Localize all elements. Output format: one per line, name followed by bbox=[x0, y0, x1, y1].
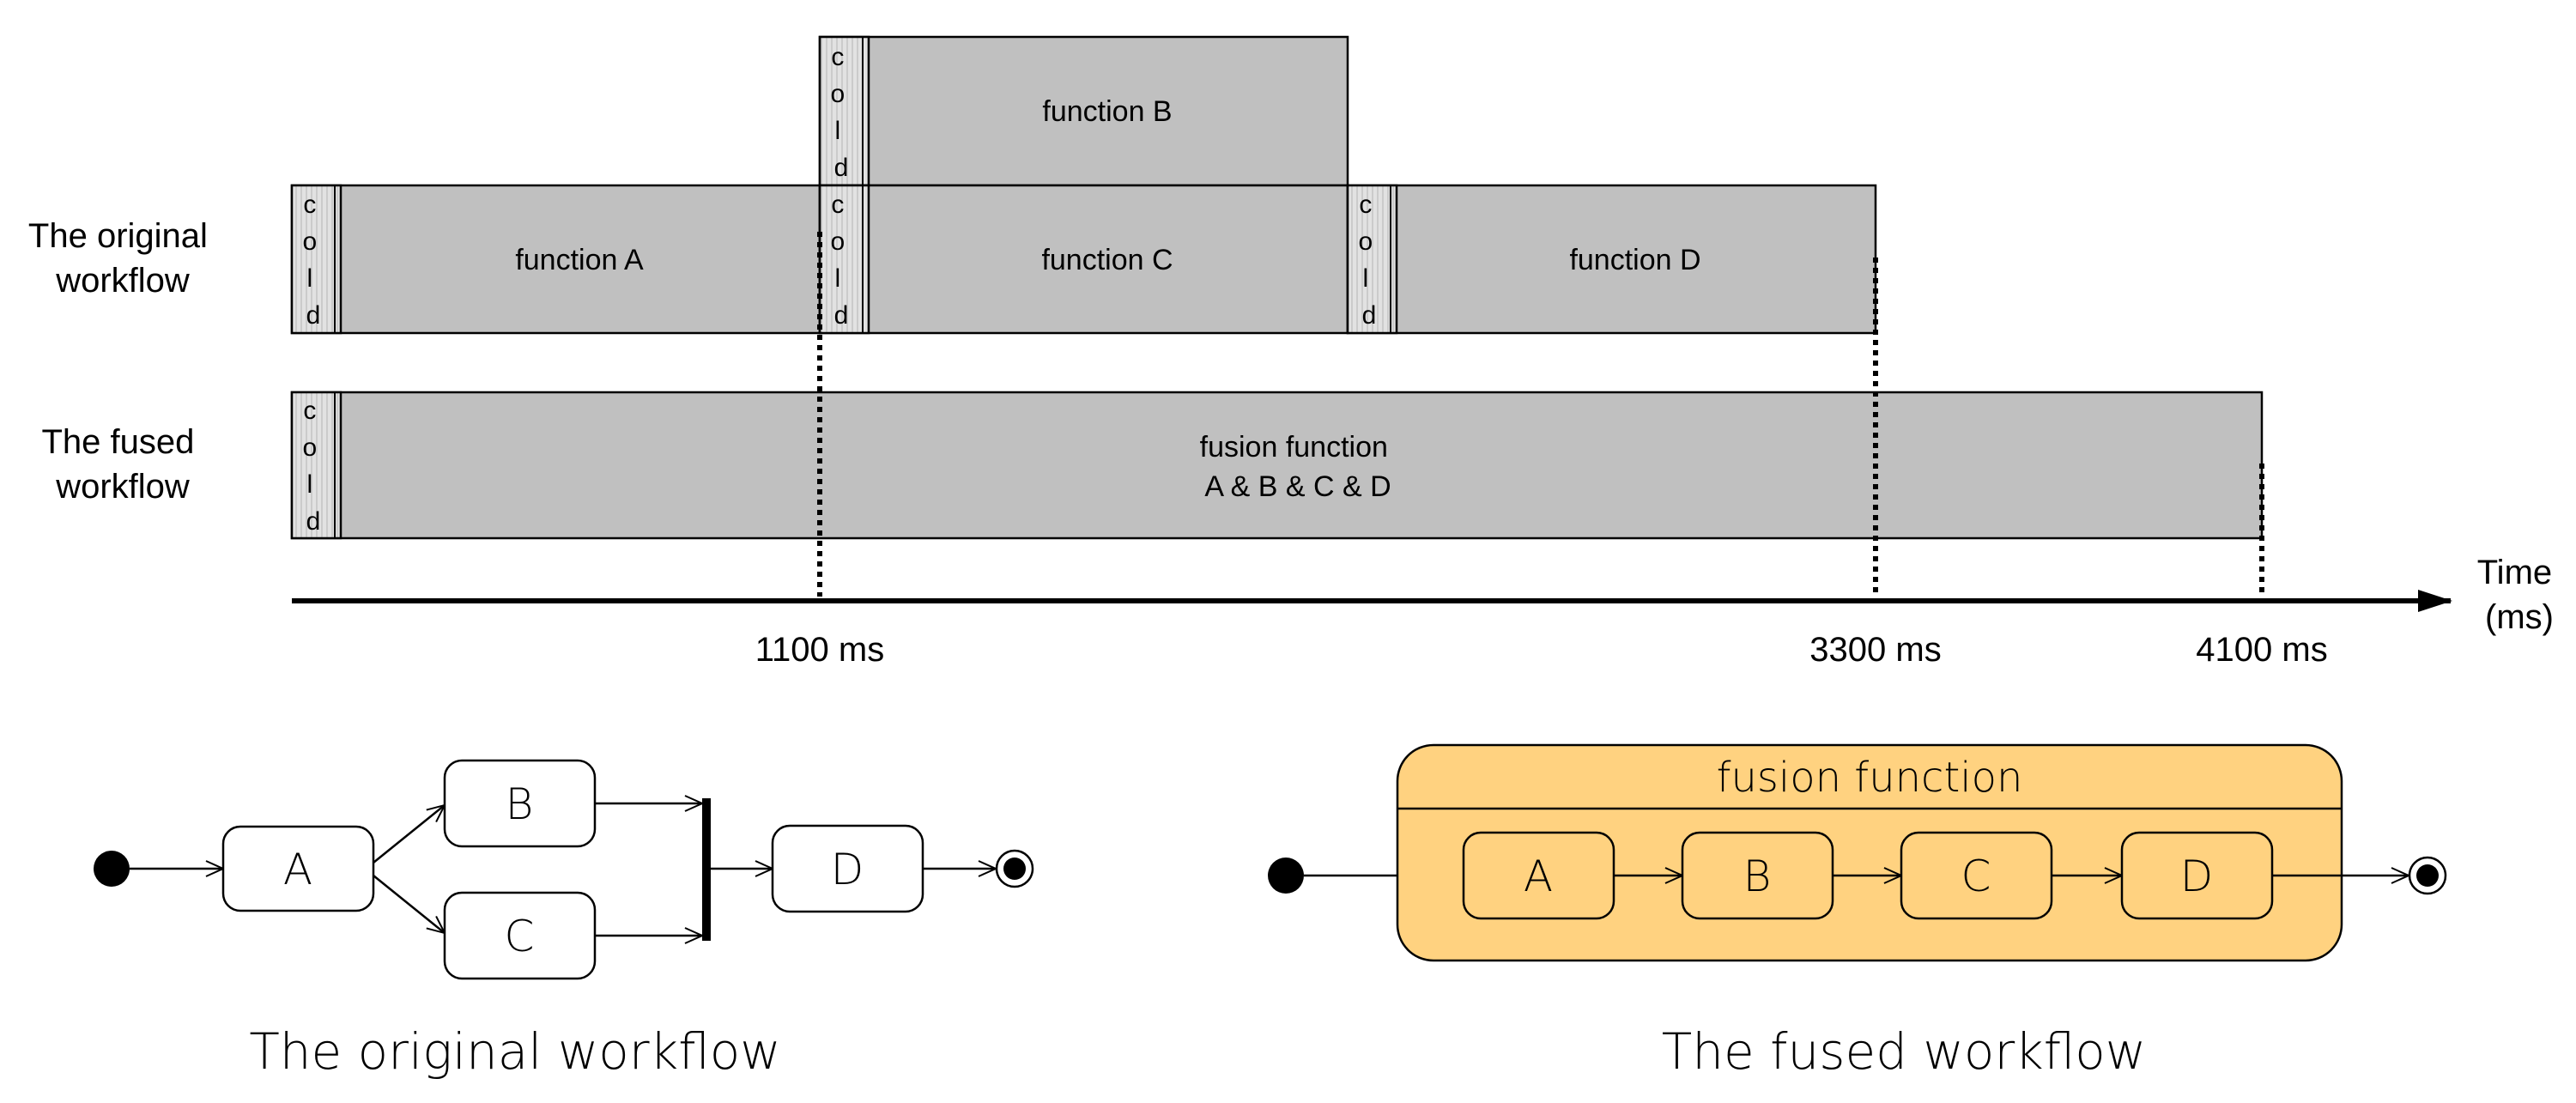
function-a-label: function A bbox=[515, 244, 644, 276]
end-node bbox=[995, 849, 1034, 888]
time-axis-label: Time (ms) bbox=[2477, 554, 2562, 636]
fused-node-a: A bbox=[1462, 831, 1615, 920]
tick-label-3300: 3300 ms bbox=[1809, 631, 1941, 669]
original-row-label: The original workflow bbox=[28, 217, 217, 300]
cold-start-segment bbox=[290, 184, 342, 335]
fused-node-c: C bbox=[1900, 831, 2053, 920]
edge-a-to-b bbox=[373, 805, 445, 864]
cold-start-segment bbox=[818, 35, 870, 187]
fused-node-d: D bbox=[2120, 831, 2274, 920]
cold-label-d: c o l d bbox=[1358, 191, 1379, 330]
fusion-function-label: fusion function A & B & C & D bbox=[1200, 431, 1397, 503]
fused-workflow-graph: fusion function A B C D The fused workfl… bbox=[1268, 743, 2447, 1081]
node-a: A bbox=[221, 825, 375, 912]
function-b-block: c o l d function B bbox=[818, 35, 1349, 187]
svg-text:D: D bbox=[2180, 851, 2214, 901]
node-b: B bbox=[443, 759, 597, 848]
svg-text:C: C bbox=[505, 912, 535, 961]
fused-row-label: The fused workflow bbox=[41, 423, 203, 506]
node-c: C bbox=[443, 891, 597, 980]
fusion-function-block: c o l d fusion function A & B & C & D bbox=[290, 391, 2264, 540]
svg-text:B: B bbox=[1743, 851, 1772, 901]
cold-label-fusion: c o l d bbox=[302, 397, 324, 536]
cold-label-c: c o l d bbox=[830, 191, 852, 330]
tick-label-4100: 4100 ms bbox=[2196, 631, 2327, 669]
function-b-label: function B bbox=[1042, 95, 1172, 128]
svg-text:B: B bbox=[506, 779, 534, 829]
original-workflow-graph: A B C D The original workflow bbox=[94, 759, 1034, 1081]
function-c-block: c o l d function C bbox=[818, 184, 1349, 335]
edge-a-to-c bbox=[373, 875, 445, 933]
cold-label-a: c o l d bbox=[302, 191, 324, 330]
fusion-container-title: fusion function bbox=[1717, 754, 2023, 802]
fused-node-b: B bbox=[1681, 831, 1834, 920]
cold-start-segment bbox=[1346, 184, 1398, 335]
svg-text:C: C bbox=[1961, 851, 1991, 901]
function-c-label: function C bbox=[1041, 244, 1173, 276]
svg-text:A: A bbox=[283, 845, 312, 894]
start-node bbox=[1268, 858, 1304, 894]
original-workflow-caption: The original workflow bbox=[249, 1022, 780, 1081]
cold-start-segment bbox=[290, 391, 342, 540]
svg-text:A: A bbox=[1524, 851, 1553, 901]
join-bar bbox=[702, 798, 711, 941]
end-node bbox=[2408, 856, 2447, 895]
function-a-block: c o l d function A bbox=[290, 184, 821, 335]
fused-workflow-caption: The fused workflow bbox=[1662, 1022, 2146, 1081]
start-node bbox=[94, 851, 130, 887]
node-d: D bbox=[771, 824, 924, 913]
cold-label-b: c o l d bbox=[830, 43, 852, 182]
tick-label-1100: 1100 ms bbox=[755, 631, 884, 669]
fusion-function-container: fusion function bbox=[1396, 743, 2343, 962]
cold-start-segment bbox=[818, 184, 870, 335]
svg-text:D: D bbox=[831, 845, 864, 894]
function-d-label: function D bbox=[1569, 244, 1700, 276]
function-d-block: c o l d function D bbox=[1346, 184, 1877, 335]
timeline-section: The original workflow The fused workflow… bbox=[28, 35, 2562, 669]
